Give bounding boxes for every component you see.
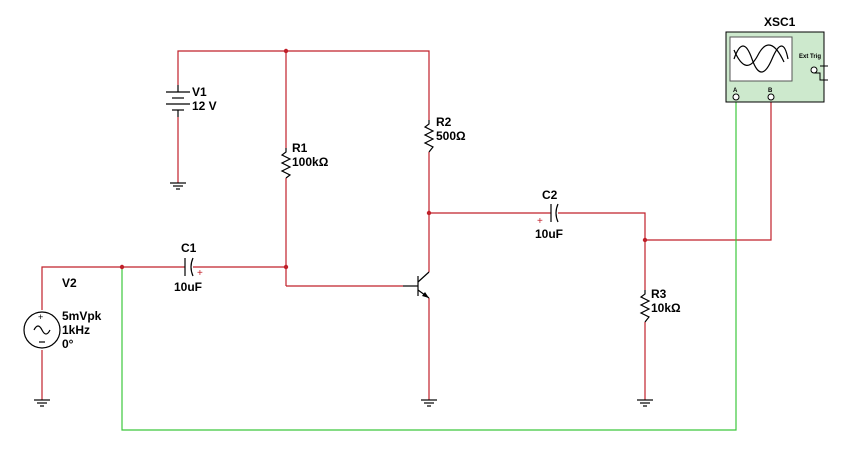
capacitor-c1-icon[interactable]: + — [184, 257, 203, 279]
scope-ref: XSC1 — [764, 15, 796, 29]
svg-text:+: + — [38, 312, 43, 322]
c2-ref: C2 — [542, 188, 558, 202]
ac-source-icon[interactable]: + — [23, 311, 61, 349]
svg-text:+: + — [197, 268, 203, 279]
wire-v2-c1 — [41, 266, 185, 310]
r3-ref: R3 — [651, 287, 667, 301]
r3-value: 10kΩ — [651, 301, 681, 315]
scope-terminal-b[interactable] — [767, 93, 775, 101]
wire-c2-r3 — [558, 212, 646, 290]
v2-frequency: 1kHz — [62, 323, 90, 337]
c2-value: 10uF — [535, 227, 563, 241]
r2-value: 500Ω — [436, 129, 466, 143]
junction-output — [642, 237, 648, 243]
scope-ext-trig-label: Ext Trig — [799, 54, 821, 60]
junctions — [119, 48, 648, 270]
junction-input — [119, 264, 125, 270]
battery-icon[interactable] — [166, 85, 190, 117]
r1-value: 100kΩ — [292, 155, 329, 169]
scope-terminal-a[interactable] — [732, 93, 740, 101]
wire-scope-a — [121, 102, 737, 431]
c1-value: 10uF — [174, 280, 202, 294]
oscilloscope[interactable] — [725, 31, 828, 103]
r2-ref: R2 — [436, 115, 452, 129]
wires — [41, 50, 772, 400]
junction-collector — [426, 210, 432, 216]
capacitor-c2-icon[interactable]: + — [537, 203, 559, 227]
ground-icon — [34, 182, 653, 407]
v2-amplitude: 5mVpk — [62, 309, 102, 323]
resistor-r3-icon[interactable] — [639, 290, 651, 323]
wire-scope-b — [645, 102, 772, 241]
v1-ref: V1 — [192, 85, 207, 99]
scope-wave-a — [733, 45, 789, 73]
svg-text:+: + — [537, 216, 543, 227]
scope-ext-trig-terminal[interactable] — [810, 66, 818, 74]
scope-channel-a-label: A — [733, 88, 738, 94]
resistor-r2-icon[interactable] — [423, 120, 435, 153]
junction-top — [283, 48, 289, 54]
scope-wave-b — [733, 44, 785, 66]
v2-ref: V2 — [62, 276, 77, 290]
wire-top-rail — [177, 50, 430, 120]
r1-ref: R1 — [292, 141, 308, 155]
npn-transistor-icon[interactable] — [403, 271, 430, 299]
scope-channel-b-label: B — [768, 88, 773, 94]
scope-screen — [729, 36, 793, 82]
resistor-r1-icon[interactable] — [280, 148, 292, 179]
junction-base — [283, 264, 289, 270]
v1-value: 12 V — [192, 99, 217, 113]
v2-phase: 0° — [62, 337, 74, 351]
c1-ref: C1 — [181, 241, 197, 255]
